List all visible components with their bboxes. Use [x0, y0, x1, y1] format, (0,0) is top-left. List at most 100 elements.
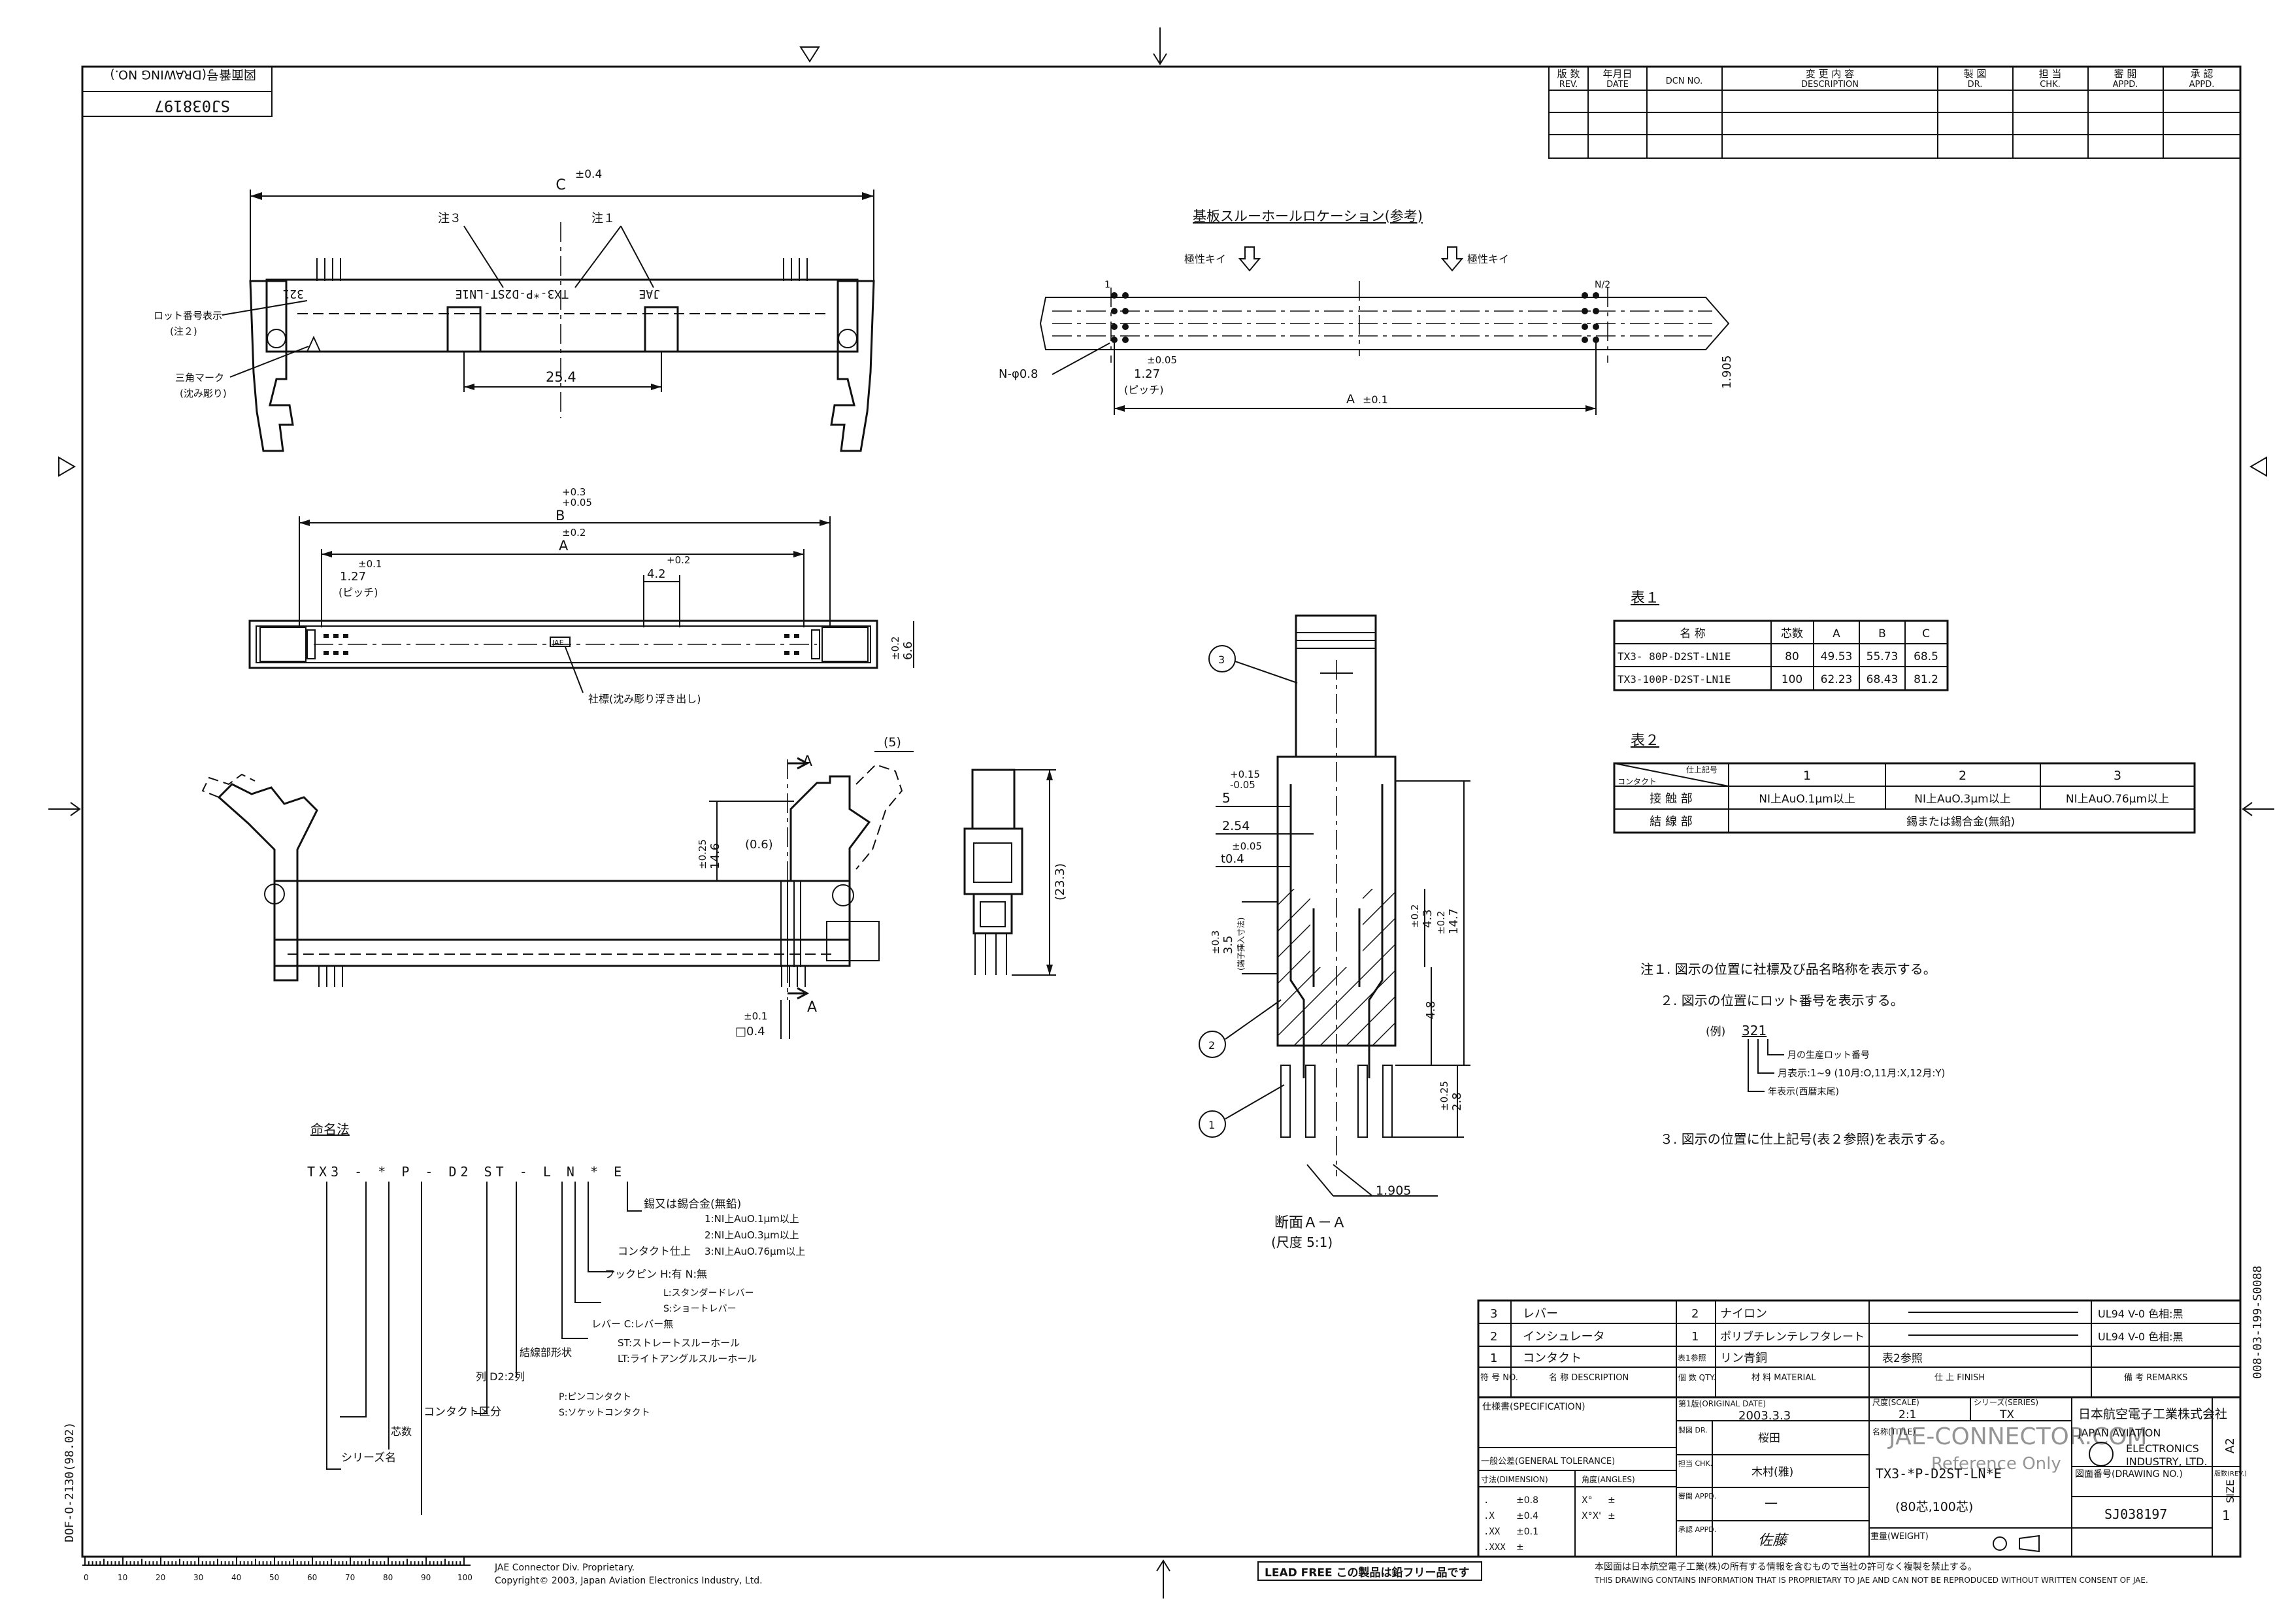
svg-text:±0.1: ±0.1 [744, 1010, 767, 1022]
svg-text:2:1: 2:1 [1899, 1408, 1916, 1421]
arrow-left [48, 802, 81, 816]
svg-text:A: A [803, 754, 812, 770]
svg-text:TX3 - * P - D2 ST - L N * E: TX3 - * P - D2 ST - L N * E [307, 1164, 625, 1180]
svg-text:±0.2: ±0.2 [1409, 904, 1421, 928]
svg-text:A2: A2 [2223, 1438, 2237, 1453]
svg-text:インシュレータ: インシュレータ [1523, 1330, 1605, 1344]
svg-text:81.2: 81.2 [1914, 673, 1938, 686]
center-mark-left [58, 456, 76, 477]
svg-text:L:スタンダードレバー: L:スタンダードレバー [663, 1288, 754, 1299]
svg-text:芯数: 芯数 [1781, 627, 1803, 640]
svg-text:極性キイ: 極性キイ [1184, 253, 1226, 265]
svg-text:1: 1 [1691, 1330, 1699, 1344]
svg-text:40: 40 [231, 1573, 241, 1582]
svg-text:コンタクト区分: コンタクト区分 [423, 1406, 501, 1419]
svg-text:錫又は錫合金(無鉛): 錫又は錫合金(無鉛) [644, 1198, 741, 1211]
svg-text:2003.3.3: 2003.3.3 [1738, 1409, 1791, 1423]
svg-text:JAE: JAE [552, 638, 564, 647]
svg-text:±0.2: ±0.2 [889, 637, 901, 660]
svg-text:角度(ANGLES): 角度(ANGLES) [1582, 1474, 1635, 1484]
drawing-no-box-value: SJ038197 [154, 97, 230, 115]
svg-text:68.5: 68.5 [1914, 650, 1938, 663]
svg-text:佐藤: 佐藤 [1758, 1533, 1789, 1549]
svg-text:日本航空電子工業株式会社: 日本航空電子工業株式会社 [2078, 1407, 2227, 1421]
svg-text:UL94 V-0 色相:黒: UL94 V-0 色相:黒 [2098, 1308, 2183, 1320]
svg-text:個 数 QTY.: 個 数 QTY. [1678, 1372, 1716, 1382]
svg-text:-0.05: -0.05 [1230, 779, 1255, 791]
svg-text:±0.2: ±0.2 [1435, 911, 1447, 935]
svg-text:寸法(DIMENSION): 寸法(DIMENSION) [1481, 1475, 1548, 1484]
svg-text:X°: X° [1582, 1495, 1593, 1506]
svg-text:NI上AuO.1μm以上: NI上AuO.1μm以上 [1759, 793, 1855, 806]
svg-text:NI上AuO.76μm以上: NI上AuO.76μm以上 [2066, 793, 2169, 806]
svg-text:5: 5 [1222, 790, 1231, 806]
svg-text:(23.3): (23.3) [1053, 863, 1067, 901]
svg-text:ナイロン: ナイロン [1720, 1307, 1767, 1321]
notice-en: THIS DRAWING CONTAINS INFORMATION THAT I… [1594, 1576, 2148, 1585]
svg-text:TX3- 80P-D2ST-LN1E: TX3- 80P-D2ST-LN1E [1618, 650, 1731, 663]
svg-text:(尺度 5:1): (尺度 5:1) [1271, 1235, 1333, 1250]
svg-text:3: 3 [1490, 1307, 1497, 1321]
svg-text:(例): (例) [1706, 1025, 1725, 1038]
svg-text:TX: TX [1999, 1408, 2014, 1421]
svg-text:+0.3: +0.3 [562, 486, 586, 498]
svg-text:審 閲: 審 閲 [2114, 68, 2137, 80]
svg-text:70: 70 [345, 1573, 355, 1582]
svg-text:2: 2 [1490, 1330, 1497, 1344]
svg-text:1: 1 [2222, 1508, 2231, 1523]
svg-text:製図 DR.: 製図 DR. [1678, 1425, 1708, 1434]
svg-text:TX3-*P-D2ST-LN*E: TX3-*P-D2ST-LN*E [1876, 1466, 2002, 1482]
table-2-title: 表２ [1631, 733, 1659, 749]
svg-text:±0.4: ±0.4 [1516, 1511, 1538, 1521]
arrow-bottom [1156, 1559, 1170, 1599]
svg-text:名 称 DESCRIPTION: 名 称 DESCRIPTION [1549, 1372, 1629, 1383]
center-mark-right [2249, 456, 2267, 477]
svg-text:尺度(SCALE): 尺度(SCALE) [1872, 1397, 1919, 1407]
svg-text:±0.3: ±0.3 [1210, 931, 1221, 954]
svg-text:6.6: 6.6 [901, 641, 915, 660]
border-frame [81, 65, 2242, 1558]
svg-text:備 考 REMARKS: 備 考 REMARKS [2124, 1372, 2187, 1383]
nomenclature-block: 命名法 TX3 - * P - D2 ST - L N * E 錫又は錫合金(無… [307, 1121, 805, 1515]
svg-text:100: 100 [457, 1573, 473, 1582]
svg-text:版 数: 版 数 [1557, 68, 1580, 80]
svg-text:NI上AuO.3μm以上: NI上AuO.3μm以上 [1914, 793, 2010, 806]
svg-text:(ピッチ): (ピッチ) [1124, 384, 1164, 396]
svg-text:担当 CHK.: 担当 CHK. [1678, 1459, 1712, 1468]
front-view: +0.3 +0.05 B ±0.2 A ±0.1 1.27 (ピッチ) +0.2… [248, 486, 915, 705]
svg-text:SJ038197: SJ038197 [2104, 1506, 2167, 1522]
svg-text:名 称: 名 称 [1680, 627, 1705, 640]
section-aa-view: +0.15 -0.05 5 2.54 ±0.05 t0.4 ±0.3 3.5 (… [1199, 614, 1470, 1250]
svg-text:(80芯,100芯): (80芯,100芯) [1895, 1500, 1973, 1514]
svg-text:INDUSTRY, LTD.: INDUSTRY, LTD. [2126, 1455, 2208, 1468]
svg-text:変 更 内 容: 変 更 内 容 [1806, 68, 1854, 80]
svg-text:2: 2 [1959, 769, 1966, 783]
svg-text:3: 3 [1218, 654, 1225, 666]
svg-text:注３: 注３ [438, 212, 461, 225]
svg-text:1.905: 1.905 [1720, 355, 1734, 389]
svg-text:1.27: 1.27 [1134, 367, 1160, 381]
svg-text:1: 1 [1490, 1351, 1497, 1365]
svg-text:B: B [556, 508, 565, 523]
svg-text:名称(TITLE): 名称(TITLE) [1872, 1427, 1916, 1436]
svg-text:注１. 図示の位置に社標及び品名略称を表示する。: 注１. 図示の位置に社標及び品名略称を表示する。 [1640, 961, 1936, 977]
svg-text:1: 1 [1104, 280, 1110, 290]
svg-text:+0.05: +0.05 [562, 497, 592, 508]
svg-text:断面Ａ－Ａ: 断面Ａ－Ａ [1274, 1215, 1346, 1231]
svg-text:68.43: 68.43 [1867, 673, 1899, 686]
svg-text:極性キイ: 極性キイ [1467, 253, 1509, 265]
svg-text:321: 321 [282, 287, 304, 301]
svg-text:CHK.: CHK. [2040, 80, 2061, 90]
svg-text:□0.4: □0.4 [735, 1025, 765, 1038]
svg-text:C: C [556, 177, 565, 193]
top-view: C ±0.4 JAE TX3-*P-D2ST-LN1E 321 注３ 注１ [154, 168, 875, 452]
svg-text:年表示(西暦末尾): 年表示(西暦末尾) [1768, 1087, 1839, 1097]
svg-text:レバー: レバー [1523, 1307, 1558, 1321]
svg-text:一: 一 [1765, 1496, 1778, 1512]
svg-text:20: 20 [156, 1573, 165, 1582]
svg-text:仕 上 FINISH: 仕 上 FINISH [1934, 1373, 1985, 1383]
svg-text:(端子挿入寸法): (端子挿入寸法) [1236, 918, 1246, 970]
svg-text:DR.: DR. [1968, 80, 1983, 90]
svg-text:10: 10 [118, 1573, 127, 1582]
svg-text:JAE: JAE [639, 287, 660, 301]
